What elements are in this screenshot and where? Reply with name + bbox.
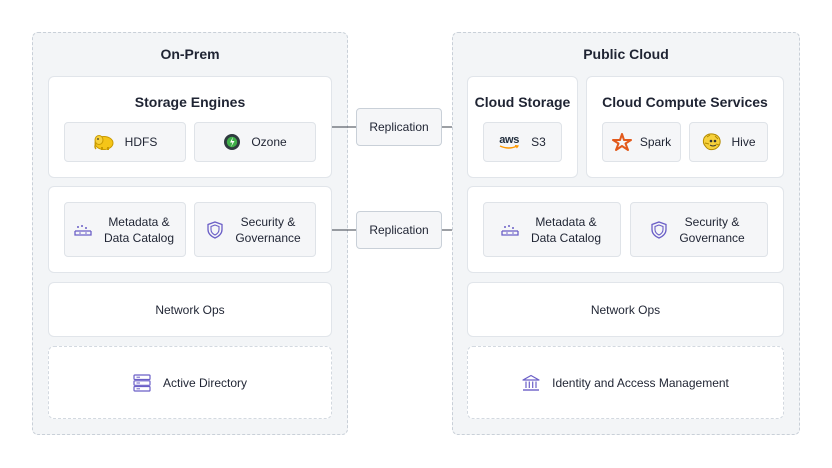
shield-icon xyxy=(651,220,667,239)
spark-chip: Spark xyxy=(602,122,681,162)
shield-icon xyxy=(207,220,223,239)
bank-building-icon xyxy=(522,374,540,392)
on-prem-metadata-label: Metadata & Data Catalog xyxy=(103,214,175,245)
iam-card: Identity and Access Management xyxy=(467,346,784,419)
server-rack-icon xyxy=(133,373,151,392)
spark-icon xyxy=(611,133,632,151)
aws-logo-icon: aws xyxy=(499,133,520,149)
cloud-metadata-chip: Metadata & Data Catalog xyxy=(483,202,621,257)
spark-label: Spark xyxy=(639,135,672,149)
catalog-icon xyxy=(74,223,92,237)
ozone-chip: Ozone xyxy=(194,122,316,162)
storage-engines-title: Storage Engines xyxy=(134,94,246,110)
on-prem-security-label: Security & Governance xyxy=(235,214,301,245)
on-prem-metadata-chip: Metadata & Data Catalog xyxy=(64,202,186,257)
hdfs-elephant-icon xyxy=(93,133,115,151)
catalog-icon xyxy=(501,223,519,237)
on-prem-network-ops-label: Network Ops xyxy=(155,302,225,317)
s3-label: S3 xyxy=(531,135,546,149)
hive-chip: Hive xyxy=(689,122,768,162)
s3-chip: aws S3 xyxy=(483,122,562,162)
cloud-network-ops-card: Network Ops xyxy=(467,282,784,337)
cloud-compute-title: Cloud Compute Services xyxy=(602,94,768,110)
replication-top-label: Replication xyxy=(369,120,429,134)
on-prem-title: On-Prem xyxy=(160,46,220,62)
ozone-icon xyxy=(223,133,241,151)
active-directory-card: Active Directory xyxy=(48,346,332,419)
on-prem-network-ops-card: Network Ops xyxy=(48,282,332,337)
cloud-security-chip: Security & Governance xyxy=(630,202,768,257)
hive-label: Hive xyxy=(731,135,756,149)
active-directory-label: Active Directory xyxy=(162,375,248,390)
cloud-security-label: Security & Governance xyxy=(679,214,745,245)
replication-bottom-box: Replication xyxy=(356,211,442,249)
ozone-label: Ozone xyxy=(251,135,287,149)
hive-icon xyxy=(701,132,723,152)
replication-bottom-label: Replication xyxy=(369,223,429,237)
replication-top-box: Replication xyxy=(356,108,442,146)
cloud-network-ops-label: Network Ops xyxy=(590,302,661,317)
cloud-metadata-label: Metadata & Data Catalog xyxy=(530,214,602,245)
public-cloud-title: Public Cloud xyxy=(583,46,669,62)
hdfs-label: HDFS xyxy=(124,135,158,149)
cloud-storage-title: Cloud Storage xyxy=(474,94,571,110)
on-prem-security-chip: Security & Governance xyxy=(194,202,316,257)
iam-label: Identity and Access Management xyxy=(552,375,729,390)
hdfs-chip: HDFS xyxy=(64,122,186,162)
